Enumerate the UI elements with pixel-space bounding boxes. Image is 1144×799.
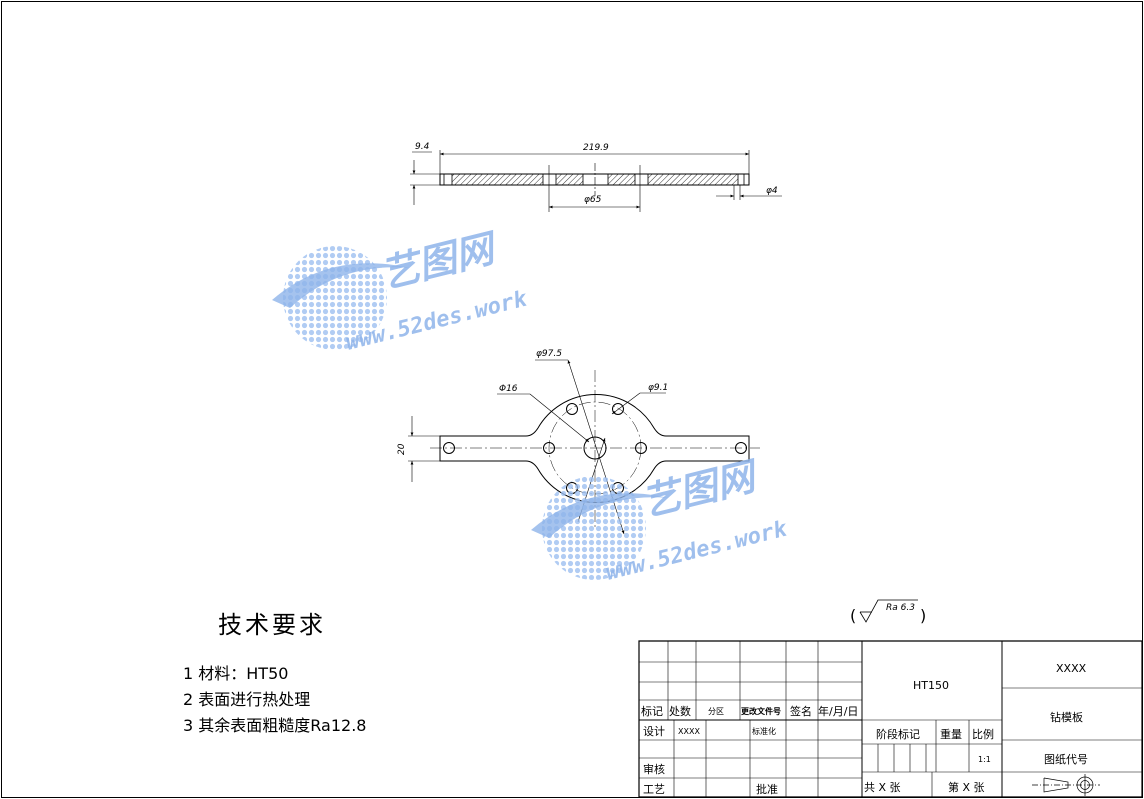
title-part-name: 钻模板 [1050,710,1083,724]
watermark-brand: 艺图网 [377,225,503,296]
label-sign: 签名 [790,704,812,718]
label-standard: 标准化 [752,726,776,736]
label-process: 工艺 [643,783,665,796]
tech-requirement-item: 1 材料：HT50 [183,664,288,683]
title-block-text: HT150 XXXX 钻模板 图纸代号 标记 处数 分区 更改文件号 签名 年/… [641,662,1100,796]
bolt-hole [613,404,624,415]
projection-symbol-icon [1032,774,1100,796]
section-hatch-left [452,174,543,185]
dim-small-hole: φ4 [766,186,778,196]
title-material: HT150 [913,679,949,692]
section-hatch-right [648,174,738,185]
label-approve: 批准 [756,782,778,796]
tech-requirements-title: 技术要求 [218,611,326,639]
tech-requirements: 技术要求 1 材料：HT50 2 表面进行热处理 3 其余表面粗糙度Ra12.8 [183,611,366,735]
label-weight: 重量 [940,727,962,741]
title-drawing-code-label: 图纸代号 [1044,753,1088,766]
watermark-logo-icon [531,476,669,580]
designer-name: XXXX [678,727,700,736]
dim-center-hole: Φ16 [499,384,518,394]
scale-value: 1:1 [978,755,991,764]
dim-thickness: 9.4 [415,142,430,152]
bolt-hole [567,404,578,415]
label-mark: 标记 [641,704,663,718]
tech-requirement-item: 3 其余表面粗糙度Ra12.8 [183,716,366,735]
svg-text:(: ( [850,606,856,625]
label-review: 审核 [643,762,665,776]
label-date: 年/月/日 [818,704,858,718]
top-view: 219.9 9.4 φ65 φ4 [410,142,782,212]
top-view-body [440,174,749,185]
roughness-label: Ra 6.3 [886,603,915,613]
section-hatch-mid-left [556,174,583,185]
dim-bolt-hole: φ9.1 [648,383,668,393]
label-change-doc: 更改文件号 [741,706,781,716]
title-company: XXXX [1056,662,1087,675]
label-design: 设计 [643,725,665,738]
title-block [639,641,1142,797]
dim-total-length: 219.9 [583,143,609,153]
watermark-brand: 艺图网 [638,453,764,524]
tech-requirement-item: 2 表面进行热处理 [183,690,310,709]
roughness-symbol: ( Ra 6.3 ) [850,600,926,625]
sheet-number: 第 X 张 [948,780,985,794]
watermark-2: 艺图网 www.52des.work [531,453,790,586]
dim-arm-width: 20 [397,443,407,455]
dim-outer-circle: φ97.5 [536,349,562,359]
section-hatch-mid-right [608,174,635,185]
label-stage: 阶段标记 [876,727,920,741]
watermark-logo-icon [272,246,410,350]
watermark-1: 艺图网 www.52des.work [272,225,530,356]
total-sheets: 共 X 张 [864,781,901,794]
label-scale: 比例 [972,727,994,741]
front-view-outline [440,395,749,503]
svg-text:): ) [920,606,926,625]
label-zone: 分区 [708,707,724,716]
dim-center-diameter: φ65 [584,195,602,205]
label-count: 处数 [669,705,691,718]
